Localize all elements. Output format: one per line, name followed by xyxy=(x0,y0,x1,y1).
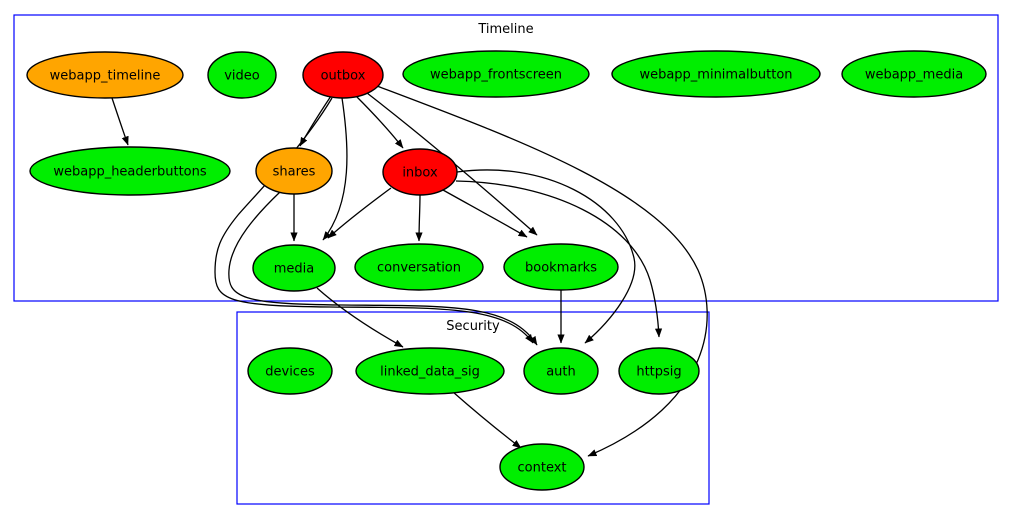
node-media: media xyxy=(252,244,336,292)
edge-inbox-to-bookmarks xyxy=(442,189,528,238)
node-label-webapp_headerbuttons: webapp_headerbuttons xyxy=(53,165,207,180)
node-label-devices: devices xyxy=(265,365,315,380)
node-ellipse-linked_data_sig xyxy=(355,347,505,395)
edge-outbox-to-auth xyxy=(214,97,534,344)
node-webapp_headerbuttons: webapp_headerbuttons xyxy=(29,146,231,196)
node-label-auth: auth xyxy=(546,365,576,380)
node-ellipse-bookmarks xyxy=(503,243,619,291)
node-bookmarks: bookmarks xyxy=(503,243,619,291)
node-ellipse-outbox xyxy=(302,51,384,99)
node-ellipse-webapp_minimalbutton xyxy=(611,50,821,98)
edge-webapp_timeline-to-webapp_headerbuttons xyxy=(111,97,129,146)
cluster-label-security: Security xyxy=(446,319,500,334)
node-inbox: inbox xyxy=(382,148,458,196)
node-label-bookmarks: bookmarks xyxy=(525,261,597,276)
node-ellipse-webapp_headerbuttons xyxy=(29,146,231,196)
node-label-outbox: outbox xyxy=(321,69,366,84)
node-label-shares: shares xyxy=(273,165,316,180)
edge-inbox-to-conversation xyxy=(415,194,423,242)
edge-outbox-to-context xyxy=(376,85,708,457)
node-conversation: conversation xyxy=(354,243,484,291)
node-label-media: media xyxy=(274,262,315,277)
node-label-webapp_minimalbutton: webapp_minimalbutton xyxy=(639,68,792,83)
nodes-layer: webapp_timeline video outbox webapp_frontsc… xyxy=(26,50,987,491)
node-label-webapp_media: webapp_media xyxy=(865,68,963,83)
node-ellipse-video xyxy=(207,51,277,99)
node-label-httpsig: httpsig xyxy=(636,365,681,380)
edge-linked_data_sig-to-context xyxy=(452,391,522,449)
node-ellipse-conversation xyxy=(354,243,484,291)
cluster-box-security xyxy=(236,311,710,505)
node-ellipse-shares xyxy=(255,147,333,195)
node-ellipse-devices xyxy=(247,347,333,395)
cluster-label-timeline: Timeline xyxy=(477,22,533,37)
edge-shares-to-auth xyxy=(228,191,538,346)
node-webapp_timeline: webapp_timeline xyxy=(26,51,184,99)
edge-inbox-to-httpsig xyxy=(455,180,663,338)
node-ellipse-inbox xyxy=(382,148,458,196)
node-ellipse-media xyxy=(252,244,336,292)
node-ellipse-auth xyxy=(523,347,599,395)
node-auth: auth xyxy=(523,347,599,395)
node-label-inbox: inbox xyxy=(402,166,438,181)
node-ellipse-webapp_timeline xyxy=(26,51,184,99)
node-label-context: context xyxy=(518,461,567,476)
node-ellipse-webapp_media xyxy=(841,50,987,98)
edge-outbox-to-inbox xyxy=(355,95,404,149)
node-label-linked_data_sig: linked_data_sig xyxy=(380,365,480,380)
edge-outbox-to-media xyxy=(322,97,348,241)
node-httpsig: httpsig xyxy=(618,347,700,395)
node-label-webapp_timeline: webapp_timeline xyxy=(50,69,161,84)
node-label-video: video xyxy=(224,69,260,84)
node-webapp_media: webapp_media xyxy=(841,50,987,98)
node-webapp_minimalbutton: webapp_minimalbutton xyxy=(611,50,821,98)
node-linked_data_sig: linked_data_sig xyxy=(355,347,505,395)
edge-media-to-linked_data_sig xyxy=(316,287,404,348)
node-video: video xyxy=(207,51,277,99)
node-label-webapp_frontscreen: webapp_frontscreen xyxy=(430,68,562,83)
node-label-conversation: conversation xyxy=(377,261,461,276)
node-webapp_frontscreen: webapp_frontscreen xyxy=(402,50,590,98)
node-ellipse-context xyxy=(499,443,585,491)
edge-inbox-to-media xyxy=(327,187,392,239)
node-ellipse-httpsig xyxy=(618,347,700,395)
node-shares: shares xyxy=(255,147,333,195)
node-ellipse-webapp_frontscreen xyxy=(402,50,590,98)
cluster-box-timeline xyxy=(13,14,999,302)
node-devices: devices xyxy=(247,347,333,395)
node-context: context xyxy=(499,443,585,491)
node-outbox: outbox xyxy=(302,51,384,99)
